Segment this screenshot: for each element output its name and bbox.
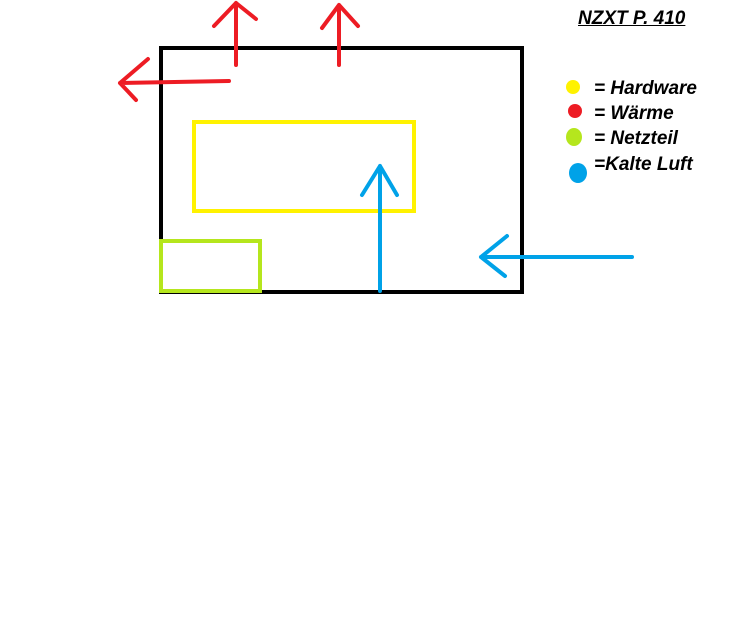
- hardware-box: [192, 120, 416, 213]
- legend-label-cold-air: =Kalte Luft: [594, 154, 693, 175]
- psu-box: [159, 239, 262, 293]
- legend-label-hardware: = Hardware: [594, 78, 697, 99]
- legend-label-psu: = Netzteil: [594, 128, 678, 149]
- case-outline: [159, 46, 524, 294]
- heat-arrow-up-1: [212, 1, 258, 67]
- legend-dot-psu: [566, 128, 582, 146]
- legend-dot-heat: [568, 104, 582, 118]
- heat-arrow-left: [118, 57, 231, 102]
- legend-dot-cold-air: [569, 163, 587, 183]
- diagram-title: NZXT P. 410: [578, 8, 686, 29]
- legend-label-heat: = Wärme: [594, 103, 674, 124]
- cold-air-arrow-up: [360, 164, 399, 293]
- heat-arrow-up-2: [320, 3, 360, 67]
- cold-air-arrow-left: [479, 234, 634, 278]
- legend-dot-hardware: [566, 80, 580, 94]
